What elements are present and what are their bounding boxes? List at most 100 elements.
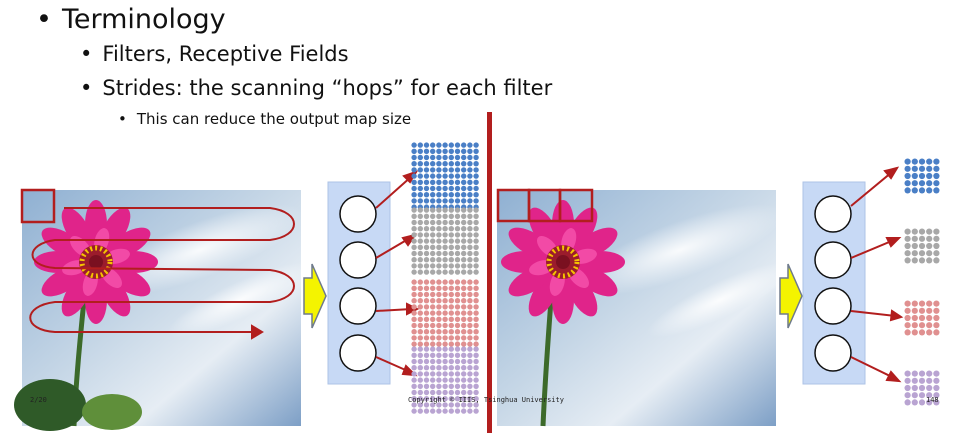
map-unit (467, 298, 473, 304)
map-unit (473, 226, 479, 232)
map-unit (417, 244, 423, 250)
output-maps-left (411, 142, 479, 414)
map-unit (423, 329, 430, 335)
map-unit (473, 250, 479, 257)
map-unit (411, 396, 417, 402)
map-unit (904, 370, 911, 377)
map-unit (904, 384, 911, 392)
map-unit (448, 185, 454, 192)
map-unit (436, 142, 442, 148)
map-unit (411, 142, 417, 148)
map-unit (417, 371, 423, 377)
map-unit (926, 314, 933, 322)
map-unit (933, 242, 940, 250)
map-unit (411, 232, 417, 238)
map-unit (454, 396, 461, 402)
map-unit (454, 346, 461, 352)
map-unit (423, 389, 430, 396)
map-unit (436, 358, 442, 365)
map-unit (473, 179, 479, 185)
map-unit (926, 329, 933, 336)
map-unit (454, 352, 461, 358)
scan-path-stride-1 (20, 188, 295, 340)
map-unit (461, 192, 467, 198)
map-unit (904, 314, 911, 322)
map-unit (926, 172, 933, 180)
map-unit (933, 300, 940, 307)
map-unit (417, 219, 423, 226)
map-unit (430, 244, 436, 250)
map-unit (417, 185, 423, 192)
map-unit (411, 263, 417, 269)
map-unit (461, 352, 467, 358)
map-unit (473, 352, 479, 358)
map-unit (467, 279, 473, 285)
map-unit (904, 228, 911, 235)
map-unit (436, 179, 442, 185)
map-unit (473, 148, 479, 154)
map-unit (448, 322, 454, 329)
map-unit (454, 329, 461, 335)
map-unit (423, 341, 430, 347)
map-unit (442, 185, 448, 192)
map-unit (448, 346, 454, 352)
map-unit (448, 207, 454, 213)
map-unit (411, 244, 417, 250)
map-unit (467, 257, 473, 263)
map-unit (933, 322, 940, 329)
map-unit (473, 142, 479, 148)
map-unit (411, 148, 417, 154)
map-unit (467, 291, 473, 298)
map-unit (442, 263, 448, 269)
map-unit (436, 335, 442, 341)
map-unit (926, 165, 933, 172)
map-unit (423, 238, 430, 244)
map-unit (430, 192, 436, 198)
map-unit (417, 263, 423, 269)
map-unit (461, 279, 467, 285)
map-unit (436, 365, 442, 371)
map-unit (423, 396, 430, 402)
map-unit (904, 250, 911, 257)
map-unit (436, 291, 442, 298)
map-unit (461, 232, 467, 238)
map-unit (442, 213, 448, 219)
map-unit (467, 198, 473, 204)
map-unit (442, 226, 448, 232)
map-unit (430, 179, 436, 185)
map-unit (454, 198, 461, 204)
map-unit (473, 358, 479, 365)
map-unit (417, 408, 423, 414)
map-unit (454, 232, 461, 238)
map-unit (473, 154, 479, 161)
map-unit (417, 207, 423, 213)
map-unit (473, 371, 479, 377)
map-unit (454, 298, 461, 304)
map-unit (904, 158, 911, 165)
map-unit (436, 269, 442, 275)
map-unit (411, 213, 417, 219)
map-unit (417, 142, 423, 148)
map-unit (436, 310, 442, 316)
map-unit (926, 392, 933, 399)
map-unit (461, 341, 467, 347)
map-unit (448, 352, 454, 358)
map-unit (436, 185, 442, 192)
map-unit (436, 226, 442, 232)
map-unit (423, 226, 430, 232)
map-unit (454, 226, 461, 232)
bullet-terminology: •Terminology (36, 6, 226, 33)
map-unit (461, 310, 467, 316)
map-unit (436, 389, 442, 396)
map-unit (473, 304, 479, 310)
map-unit (436, 383, 442, 389)
map-unit (461, 298, 467, 304)
map-unit (467, 346, 473, 352)
map-unit (442, 257, 448, 263)
map-unit (911, 322, 918, 329)
map-unit (454, 285, 461, 291)
map-unit (926, 180, 933, 187)
map-unit (411, 389, 417, 396)
map-unit (448, 179, 454, 185)
map-unit (442, 304, 448, 310)
